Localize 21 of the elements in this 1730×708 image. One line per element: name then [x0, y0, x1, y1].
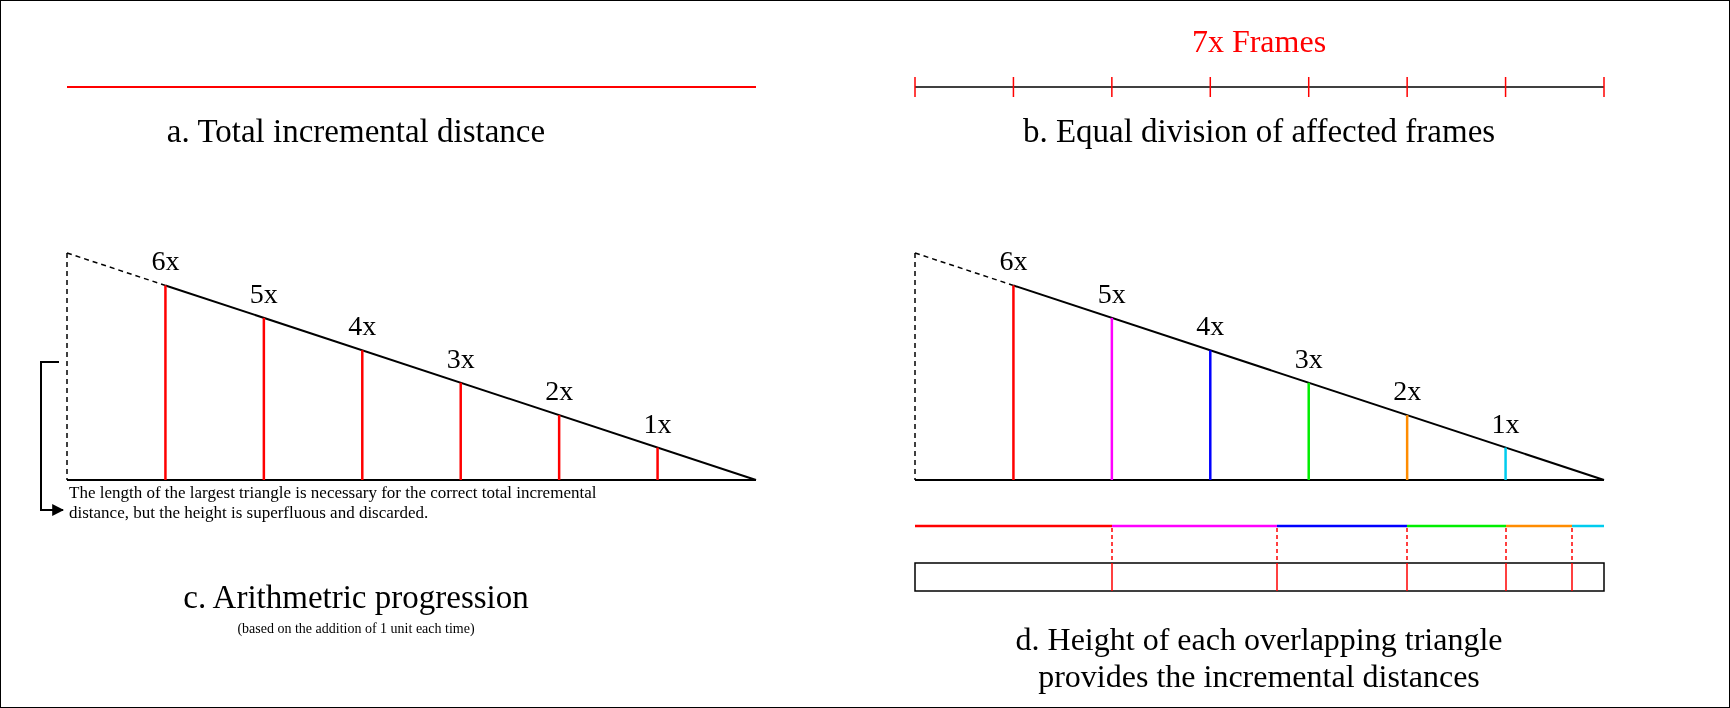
multiplier-label: 6x	[999, 245, 1028, 278]
caption: b. Equal division of affected frames	[1022, 113, 1496, 151]
leader-arrow	[40, 360, 65, 516]
frame-count-label: 7x Frames	[1191, 23, 1327, 60]
multiplier-label: 3x	[446, 342, 475, 375]
multiplier-label: 3x	[1294, 342, 1323, 375]
multiplier-label: 2x	[1393, 375, 1422, 408]
multiplier-label: 1x	[643, 407, 672, 440]
multiplier-label: 2x	[545, 375, 574, 408]
multiplier-label: 6x	[151, 245, 180, 278]
caption: a. Total incremental distance	[166, 113, 546, 151]
multiplier-label: 5x	[1097, 277, 1126, 311]
multiplier-label: 4x	[1196, 310, 1225, 343]
note-text: The length of the largest triangle is necessary for the correct total incremental distance, but the height is superfluous and discarded.	[69, 483, 644, 523]
caption: d. Height of each overlapping triangle provides the incremental distances	[1014, 621, 1504, 695]
dashed-height-line	[66, 252, 68, 481]
subcaption: (based on the addition of 1 unit each time)	[237, 621, 475, 638]
multiplier-label: 4x	[348, 310, 377, 343]
multiplier-label: 5x	[249, 277, 278, 311]
caption: c. Arithmetric progression	[183, 579, 529, 617]
multiplier-label: 1x	[1491, 407, 1520, 440]
